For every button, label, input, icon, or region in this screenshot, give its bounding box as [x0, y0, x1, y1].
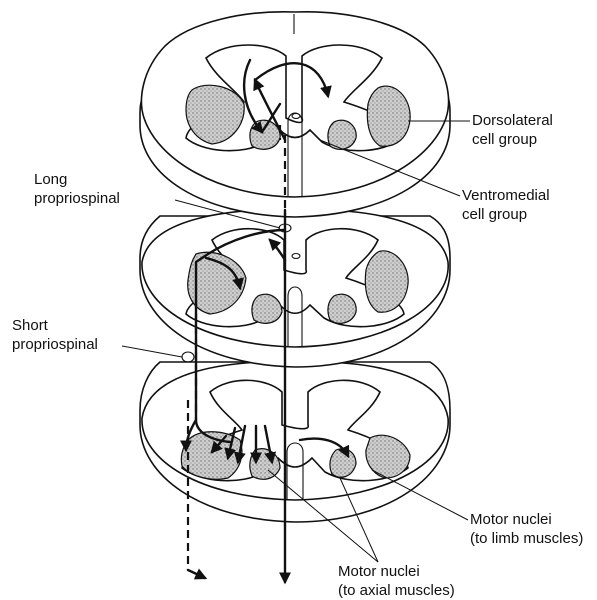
label-dorsolateral-line1: Dorsolateral [472, 111, 553, 130]
label-ventromedial-line1: Ventromedial [462, 186, 550, 205]
label-motor-axial-line2: (to axial muscles) [338, 581, 455, 600]
label-short-propriospinal: Short propriospinal [12, 316, 98, 354]
label-dorsolateral-line2: cell group [472, 130, 553, 149]
spinal-segment-middle [140, 210, 450, 367]
label-long-line1: Long [34, 170, 120, 189]
label-motor-limb-line2: (to limb muscles) [470, 529, 583, 548]
label-motor-nuclei-limb: Motor nuclei (to limb muscles) [470, 510, 583, 548]
label-ventromedial: Ventromedial cell group [462, 186, 550, 224]
spinal-segment-top [140, 12, 450, 217]
label-short-line2: propriospinal [12, 335, 98, 354]
label-motor-axial-line1: Motor nuclei [338, 562, 455, 581]
leader-short [122, 346, 182, 357]
label-long-propriospinal: Long propriospinal [34, 170, 120, 208]
label-motor-nuclei-axial: Motor nuclei (to axial muscles) [338, 562, 455, 600]
label-dorsolateral: Dorsolateral cell group [472, 111, 553, 149]
label-motor-limb-line1: Motor nuclei [470, 510, 583, 529]
label-long-line2: propriospinal [34, 189, 120, 208]
label-short-line1: Short [12, 316, 98, 335]
label-ventromedial-line2: cell group [462, 205, 550, 224]
